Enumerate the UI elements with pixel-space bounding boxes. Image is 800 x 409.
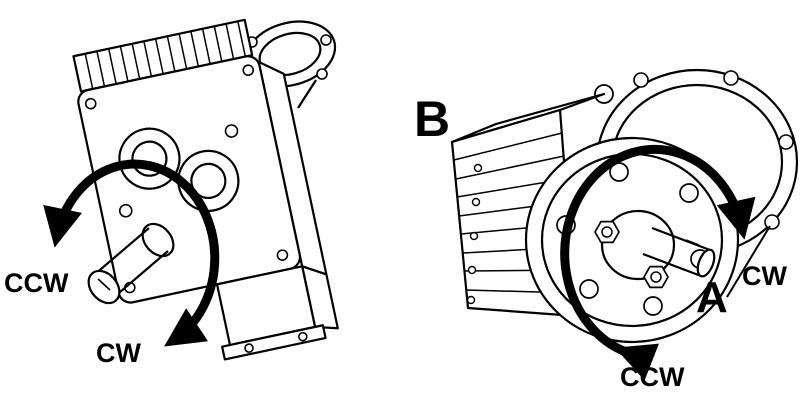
right-cooling-fins-icon	[453, 132, 575, 294]
right-gearmotor	[450, 68, 799, 344]
left-ccw-label: CCW	[4, 268, 69, 298]
right-rotation-arrow-icon	[560, 144, 756, 381]
left-cooling-fins-icon	[84, 21, 247, 90]
side-b-label: B	[414, 91, 451, 147]
right-ccw-label: CCW	[620, 362, 685, 392]
left-gear-unit	[72, 18, 339, 361]
side-a-label: A	[696, 273, 728, 322]
left-rotation-arrow-icon	[43, 159, 220, 347]
right-cw-label: CW	[742, 261, 787, 291]
left-cw-label: CW	[96, 338, 141, 368]
